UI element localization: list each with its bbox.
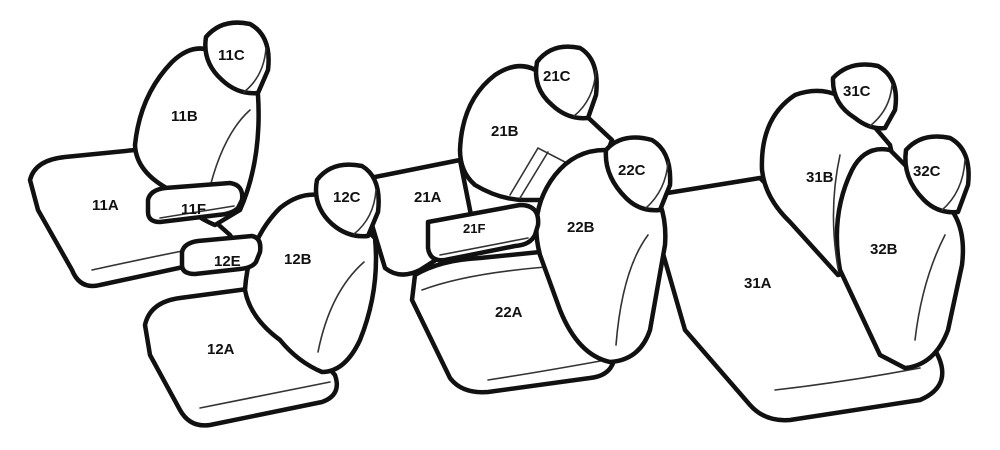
headrest-21C: [533, 44, 599, 121]
label-32B: 32B: [870, 241, 898, 258]
part-labels: 11A 11B 11C 11F 12A 12B 12C 12E 21A 21B …: [92, 47, 941, 358]
label-12B: 12B: [284, 251, 312, 268]
headrest-12C: [313, 162, 381, 239]
row2-seat: [367, 44, 673, 395]
label-21C: 21C: [543, 68, 571, 85]
label-22B: 22B: [567, 219, 595, 236]
label-12A: 12A: [207, 341, 235, 358]
label-31C: 31C: [843, 83, 871, 100]
headrest-11C: [203, 20, 271, 96]
label-32C: 32C: [913, 163, 941, 180]
label-11A: 11A: [92, 197, 119, 214]
label-12C: 12C: [333, 189, 361, 206]
front-seat-12: [142, 162, 381, 428]
headrest-32C: [903, 134, 971, 215]
label-22A: 22A: [495, 304, 523, 321]
label-11B: 11B: [171, 108, 198, 125]
label-11F: 11F: [181, 201, 206, 218]
seat-31A-cushion: [652, 175, 945, 423]
armrest-12E: [179, 233, 263, 277]
headrest-22C: [603, 135, 673, 213]
label-12E: 12E: [214, 253, 241, 270]
armrest-21F: [425, 202, 541, 263]
label-21A: 21A: [414, 189, 442, 206]
label-31A: 31A: [744, 275, 772, 292]
label-22C: 22C: [618, 162, 646, 179]
label-11C: 11C: [218, 47, 245, 64]
row3-seat: [652, 62, 971, 423]
armrest-11F: [145, 180, 245, 225]
label-21B: 21B: [491, 123, 519, 140]
label-31B: 31B: [806, 169, 834, 186]
headrest-31C: [830, 62, 899, 131]
label-21F: 21F: [463, 221, 485, 236]
seat-12B-backrest: [242, 192, 379, 375]
seat-12A-cushion: [142, 285, 340, 428]
